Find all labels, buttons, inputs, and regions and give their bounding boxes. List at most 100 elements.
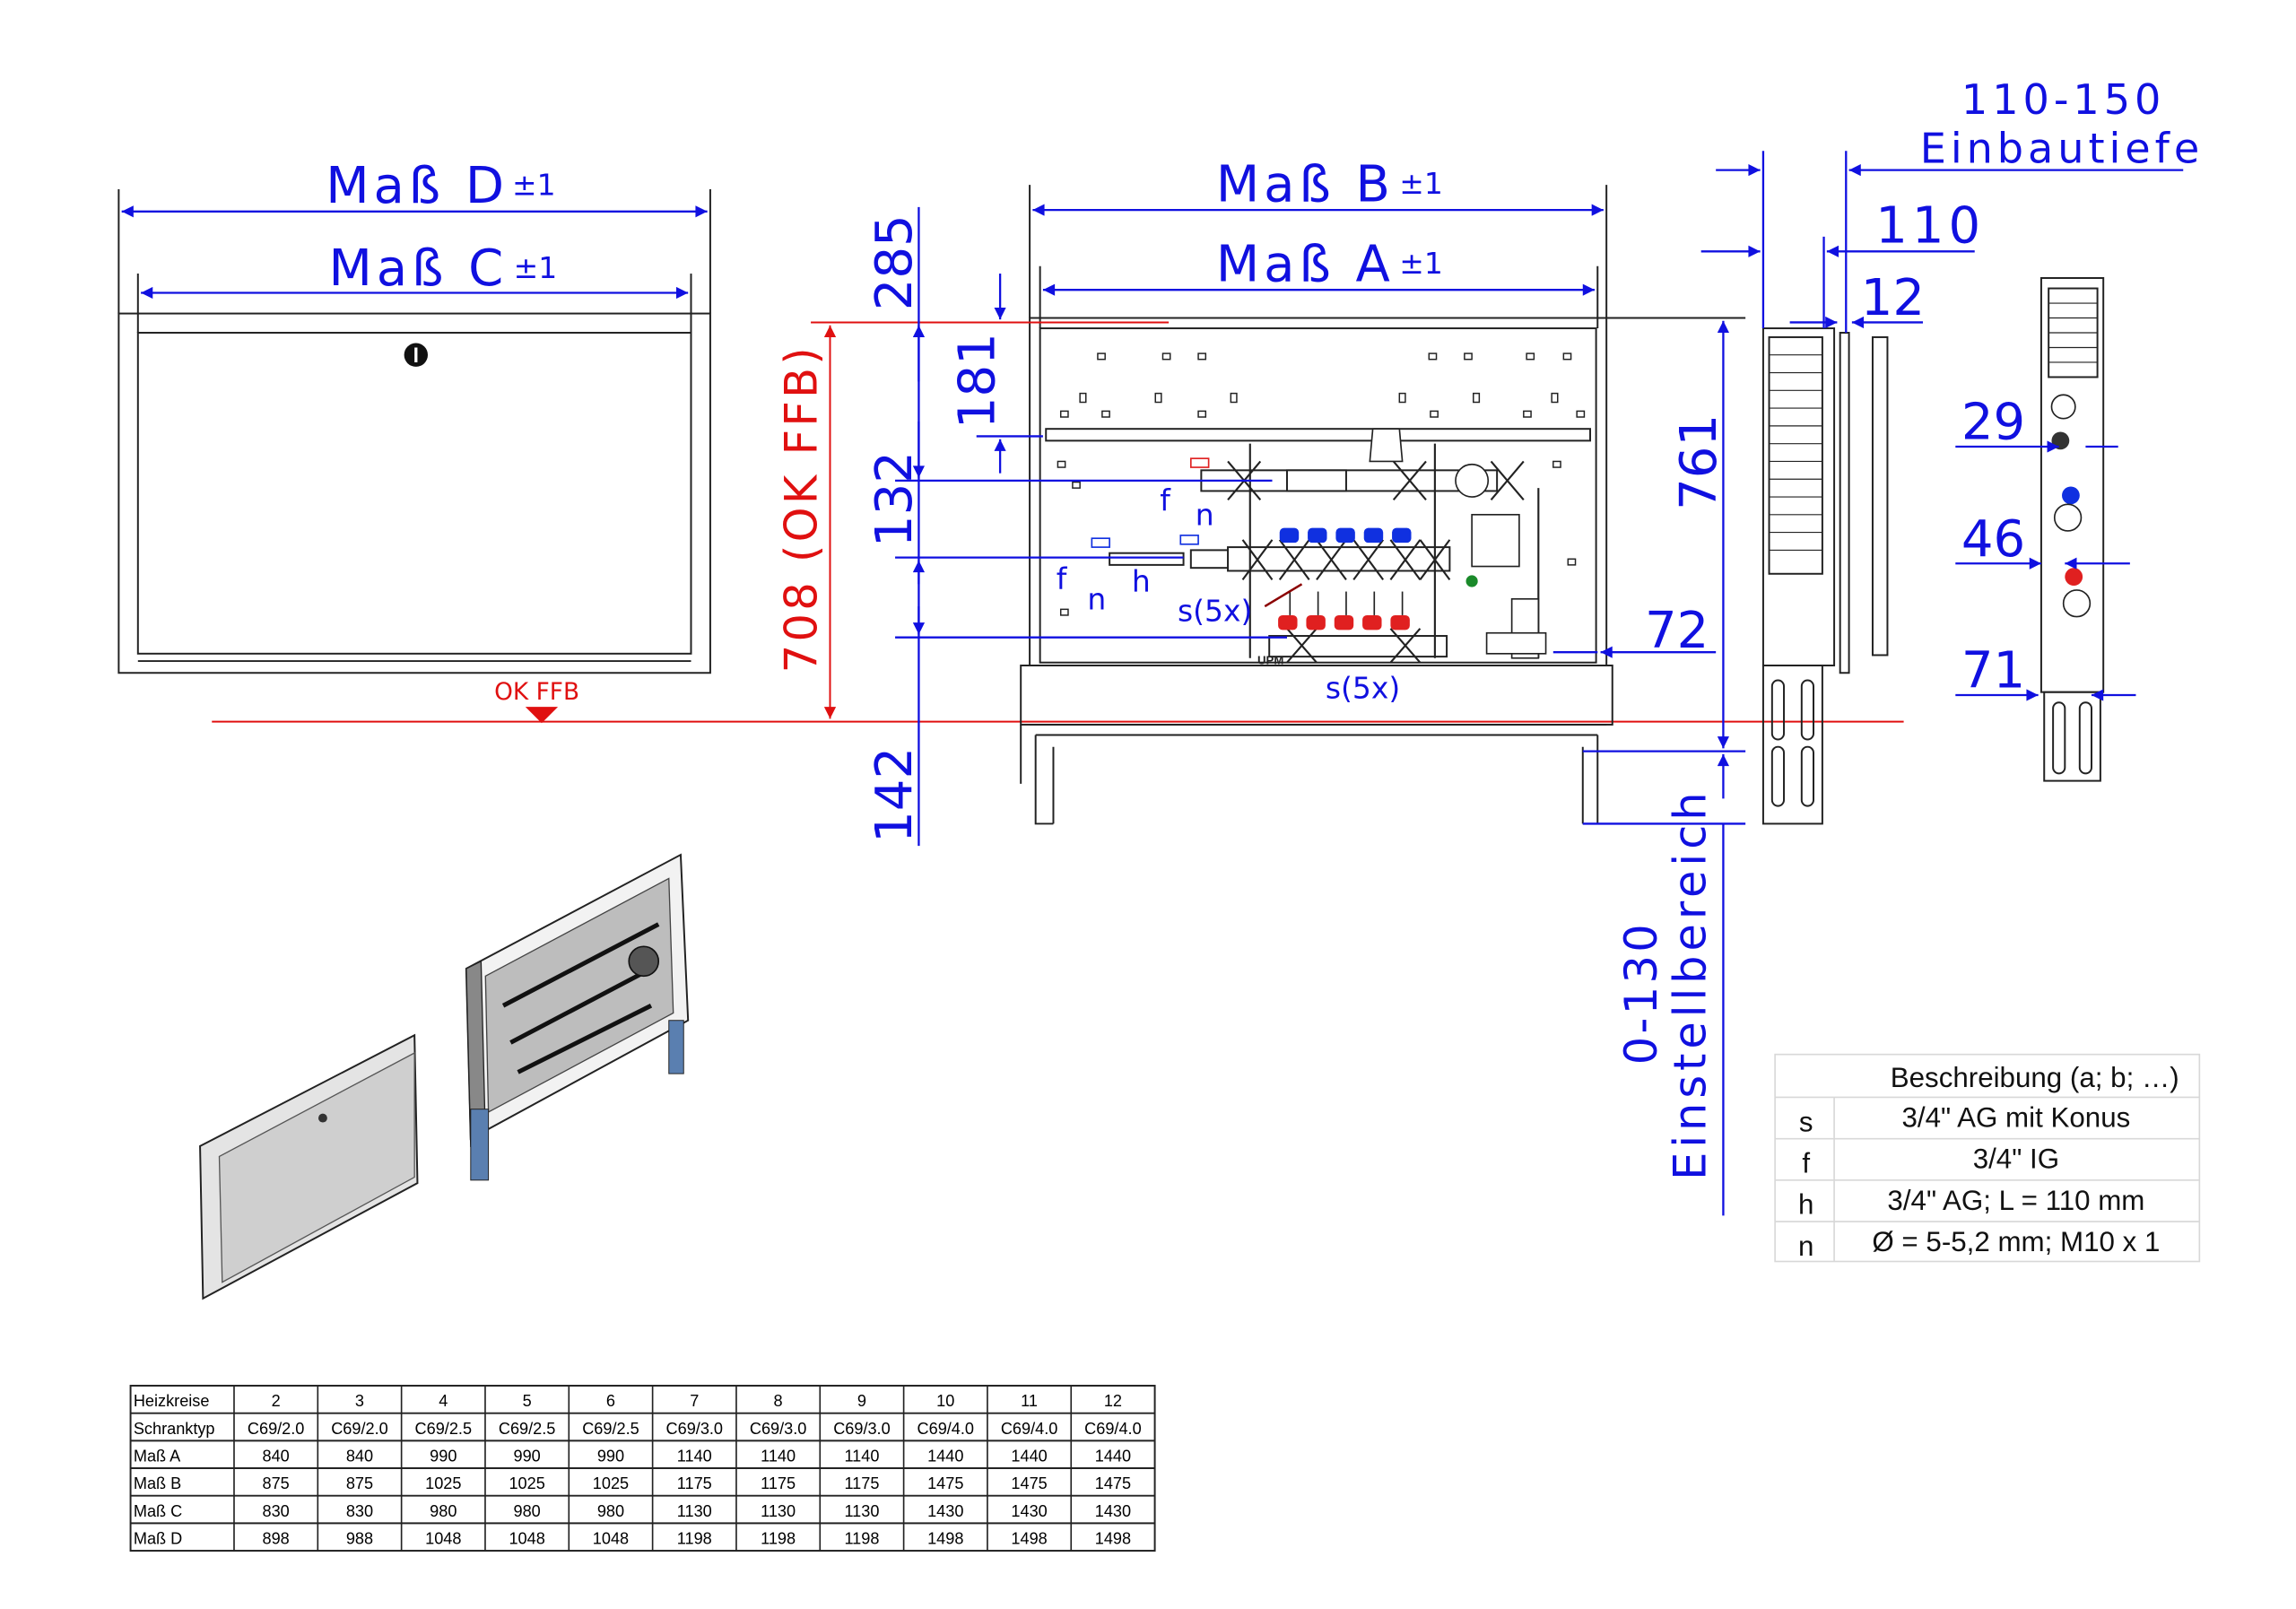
table-cell: 875 — [346, 1474, 373, 1492]
table-cell: 1475 — [1095, 1474, 1131, 1492]
row-header: Maß D — [134, 1529, 182, 1547]
table-cell: C69/4.0 — [918, 1420, 974, 1438]
iso-lock-icon — [317, 1113, 327, 1123]
callout-h: h — [1132, 564, 1151, 599]
table-cell: 1130 — [844, 1502, 879, 1520]
table-cell: C69/3.0 — [666, 1420, 723, 1438]
legend-key: n — [1798, 1231, 1813, 1262]
legend-key: s — [1799, 1106, 1813, 1137]
table-cell: 830 — [263, 1502, 290, 1520]
table-cell: 11 — [1021, 1392, 1038, 1410]
dim-110: 110 — [1875, 196, 1985, 255]
callout-f-upper: f — [1160, 483, 1171, 517]
dim-71: 71 — [1961, 642, 2025, 700]
table-cell: 1440 — [1095, 1447, 1131, 1465]
floor-level-marker-icon — [525, 707, 559, 724]
table-cell: 898 — [263, 1529, 290, 1547]
row-header: Maß C — [134, 1502, 182, 1520]
table-cell: 980 — [430, 1502, 457, 1520]
table-cell: C69/4.0 — [1084, 1420, 1141, 1438]
table-cell: 1430 — [927, 1502, 963, 1520]
table-cell: 7 — [690, 1392, 699, 1410]
table-cell: 1048 — [593, 1529, 629, 1547]
valve-head-icon — [1369, 428, 1404, 463]
legend-key: h — [1798, 1189, 1813, 1221]
dim-label-b: Maß B — [1216, 155, 1395, 213]
table-cell: 1140 — [844, 1447, 879, 1465]
table-cell: C69/3.0 — [833, 1420, 890, 1438]
dim-tol-c: ±1 — [514, 250, 558, 285]
cabinet-profile-view — [2039, 277, 2105, 782]
table-cell: 6 — [606, 1392, 615, 1410]
dim-132: 132 — [865, 451, 924, 547]
dim-label-d: Maß D — [326, 157, 509, 215]
legend-key: f — [1802, 1148, 1810, 1179]
table-cell: 1175 — [677, 1474, 712, 1492]
table-cell: 1430 — [1095, 1502, 1131, 1520]
cabinet-side-view — [1761, 327, 1889, 825]
thermometer-gauge-icon — [1455, 463, 1490, 498]
table-cell: 1498 — [1011, 1529, 1047, 1547]
table-cell: 1475 — [927, 1474, 963, 1492]
table-cell: 830 — [346, 1502, 373, 1520]
table-cell: 8 — [774, 1392, 783, 1410]
table-cell: 980 — [514, 1502, 541, 1520]
table-cell: 12 — [1104, 1392, 1122, 1410]
callout-s-bottom: s(5x) — [1326, 670, 1400, 705]
table-cell: 1175 — [761, 1474, 796, 1492]
table-cell: 1440 — [1011, 1447, 1047, 1465]
table-cell: 1198 — [761, 1529, 796, 1547]
table-cell: 1048 — [425, 1529, 461, 1547]
table-cell: 1140 — [761, 1447, 796, 1465]
table-cell: 1025 — [425, 1474, 461, 1492]
table-cell: 840 — [346, 1447, 373, 1465]
table-cell: C69/2.5 — [499, 1420, 555, 1438]
row-header: Schranktyp — [134, 1420, 215, 1438]
table-cell: 875 — [263, 1474, 290, 1492]
door-front-view — [117, 312, 711, 674]
table-cell: C69/3.0 — [750, 1420, 806, 1438]
dim-181: 181 — [949, 333, 1007, 429]
callout-n-lower: n — [1087, 581, 1106, 616]
table-cell: 980 — [597, 1502, 624, 1520]
table-cell: 1175 — [844, 1474, 879, 1492]
table-cell: 1498 — [927, 1529, 963, 1547]
legend-description: 3/4" AG mit Konus — [1902, 1101, 2131, 1133]
table-cell: 1048 — [509, 1529, 544, 1547]
table-cell: 840 — [263, 1447, 290, 1465]
table-cell: C69/4.0 — [1001, 1420, 1057, 1438]
dim-einbautiefe: Einbautiefe — [1920, 124, 2204, 172]
dim-142: 142 — [865, 747, 924, 843]
table-cell: 3 — [355, 1392, 364, 1410]
table-cell: 1498 — [1095, 1529, 1131, 1547]
dim-110-150: 110-150 — [1961, 75, 2165, 124]
dim-tol-d: ±1 — [512, 168, 556, 203]
table-cell: C69/2.0 — [248, 1420, 304, 1438]
table-cell: 1130 — [677, 1502, 712, 1520]
table-cell: 1430 — [1011, 1502, 1047, 1520]
legend-description: 3/4" AG; L = 110 mm — [1887, 1185, 2144, 1216]
table-cell: 10 — [936, 1392, 954, 1410]
table-cell: 5 — [523, 1392, 532, 1410]
callout-s-top: s(5x) — [1178, 594, 1252, 629]
pump-icon — [1471, 513, 1520, 568]
table-cell: C69/2.0 — [331, 1420, 387, 1438]
table-cell: C69/2.5 — [415, 1420, 472, 1438]
dim-einstellbereich: Einstellbereich — [1665, 787, 1717, 1179]
table-cell: 990 — [597, 1447, 624, 1465]
dim-46: 46 — [1961, 510, 2025, 569]
table-cell: 4 — [439, 1392, 448, 1410]
dim-12: 12 — [1861, 269, 1925, 327]
table-cell: 1025 — [509, 1474, 544, 1492]
legend-description: 3/4" IG — [1973, 1144, 2059, 1175]
dim-0-130: 0-130 — [1615, 921, 1667, 1065]
isometric-view — [199, 853, 690, 1300]
cabinet-open-view: UPM — [1020, 317, 1613, 825]
dim-708: 708 (OK FFB) — [776, 344, 828, 673]
floor-level-label: OK FFB — [494, 679, 579, 706]
dim-29: 29 — [1961, 394, 2025, 452]
table-cell: 1440 — [927, 1447, 963, 1465]
